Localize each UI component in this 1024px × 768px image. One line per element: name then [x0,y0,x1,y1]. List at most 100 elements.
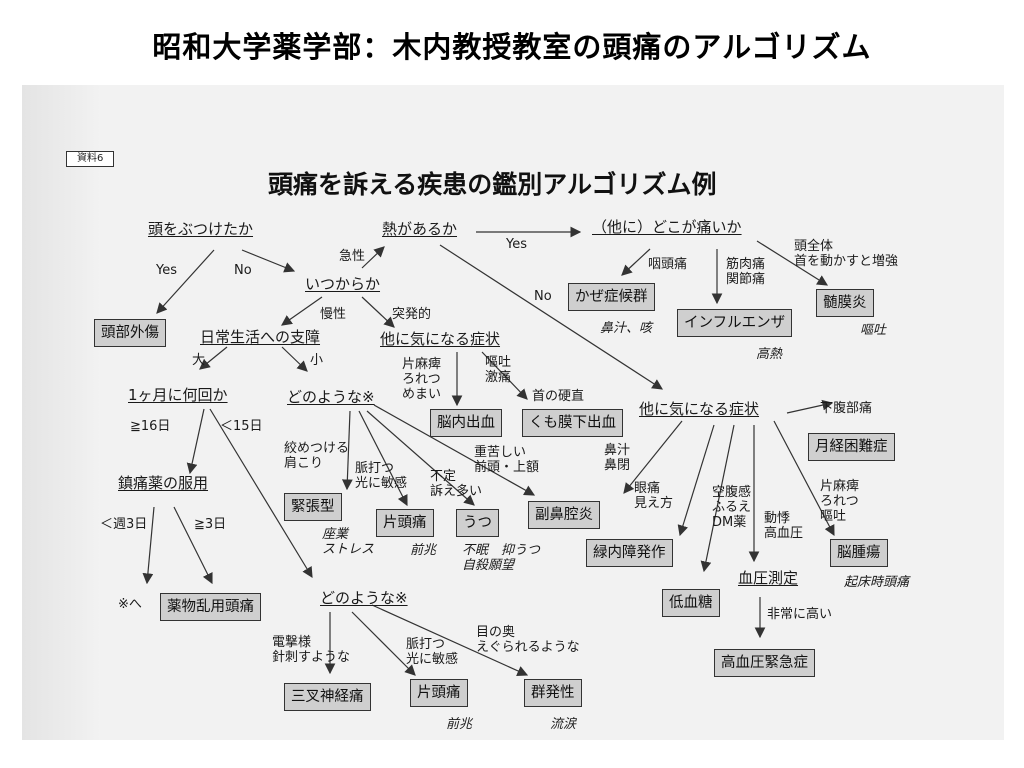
question-other-symptoms-2: 他に気になる症状 [639,400,760,418]
label-neck: 首の硬直 [532,389,585,404]
arrow-to-cluster [371,604,529,676]
arrow-since-sudden [361,296,395,328]
arrow-hit-no [241,249,296,273]
diagnosis-hypertensive: 高血圧緊急症 [714,649,815,677]
label-acute: 急性 [339,249,366,264]
label-eye: 眼痛 見え方 [634,481,674,511]
arrow-to-dysmenorrhea [786,399,834,414]
arrow-to-glaucoma [677,424,715,537]
question-daily-life: 日常生活への支障 [200,328,321,346]
document-title: 頭痛を訴える疾患の鑑別アルゴリズム例 [268,170,717,199]
arrow-to-tension [341,410,353,491]
scanned-document: 資料6 頭痛を訴える疾患の鑑別アルゴリズム例 頭をぶつけたか 熱があるか （他に… [22,85,1004,740]
label-hemiplegia: 片麻痺 ろれつ めまい [402,357,442,402]
arrow-to-sinusitis2 [623,420,683,494]
diagnosis-migraine-1: 片頭痛 [376,509,434,537]
question-what-kind-2: どのような※ [320,589,408,607]
diagnosis-hypoglycemia: 低血糖 [662,589,720,617]
label-yes-2: Yes [506,237,527,252]
arrow-lt-week3 [142,506,155,585]
label-hungry: 空腹感 ふるえ DM薬 [712,485,752,530]
label-palpitation: 動悸 高血圧 [764,511,804,541]
diagnosis-cluster: 群発性 [524,679,582,707]
note-cluster: 流涙 [550,717,577,732]
arrow-ge3 [173,506,213,585]
question-monthly: 1ヶ月に何回か [128,386,228,404]
diagnosis-sinusitis: 副鼻腔炎 [528,501,600,529]
label-sudden: 突発的 [392,307,432,322]
label-see-note: ※へ [118,597,142,612]
arrow-to-tumor [773,420,835,537]
arrow-small [281,346,308,372]
note-cold: 鼻汁、咳 [600,321,653,336]
document-tag: 資料6 [66,151,115,167]
diagnosis-tension: 緊張型 [284,493,342,521]
arrow-to-hypoglycemia [700,424,735,573]
label-hemi2: 片麻痺 ろれつ 嘔吐 [820,479,860,524]
arrow-to-cold [621,248,651,276]
label-electric: 電撃様 針刺すような [272,635,351,665]
arrow-to-meningitis [756,240,829,286]
label-chronic: 慢性 [320,307,347,322]
arrow-to-migraine2 [351,611,416,676]
diagnosis-influenza: インフルエンザ [677,309,793,337]
diagnosis-migraine-2: 片頭痛 [410,679,468,707]
question-hit-head: 頭をぶつけたか [148,220,254,238]
diagnosis-sah: くも膜下出血 [522,409,623,437]
diagnosis-cold: かぜ症候群 [568,283,655,311]
arrow-lt15 [209,408,313,579]
arrow-since-acute [361,246,385,269]
label-ge16: ≧16日 [130,419,171,434]
arrow-to-migraine1 [358,410,408,507]
arrow-to-sah [481,351,528,400]
arrow-fever-no [439,244,664,390]
diagnosis-depression: うつ [456,509,499,537]
arrow-layer [142,226,835,676]
arrow-large [199,346,228,370]
label-pulsating: 脈打つ 光に敏感 [355,461,408,491]
note-meningitis: 嘔吐 [860,323,887,338]
question-since-when: いつからか [305,275,381,293]
label-heavy: 重苦しい 前頭・上額 [474,445,540,475]
label-tight: 絞めつける 肩こり [284,441,350,471]
note-migraine-1: 前兆 [410,543,437,558]
question-painkiller: 鎮痛薬の服用 [118,474,209,492]
question-other-pain: （他に）どこが痛いか [592,218,742,236]
label-eye-back: 目の奥 えぐられるような [476,625,580,655]
label-lt15: ＜15日 [220,419,263,434]
label-vague: 不定 訴え多い [430,469,483,499]
label-pulsating2: 脈打つ 光に敏感 [406,637,459,667]
diagnosis-meningitis: 髄膜炎 [816,289,874,317]
arrow-ge16 [186,408,205,475]
label-vomit: 嘔吐 激痛 [485,355,512,385]
label-throat: 咽頭痛 [648,257,688,272]
label-small: 小 [310,353,324,368]
slide-title: 昭和大学薬学部：木内教授教室の頭痛のアルゴリズム [152,30,872,64]
diagnosis-moh: 薬物乱用頭痛 [160,593,261,621]
note-migraine-2: 前兆 [446,717,473,732]
label-very-high: 非常に高い [767,607,833,622]
label-lt-week3: ＜週3日 [100,517,148,532]
diagnosis-trigeminal: 三叉神経痛 [284,683,371,711]
label-no-2: No [534,289,552,304]
note-influenza: 高熱 [756,347,783,362]
diagnosis-glaucoma: 緑内障発作 [586,539,673,567]
label-yes-1: Yes [156,263,177,278]
diagnosis-head-trauma: 頭部外傷 [94,319,166,347]
note-depression: 不眠 抑うつ 自殺願望 [462,543,541,573]
note-brain-tumor: 起床時頭痛 [844,575,910,590]
arrow-since-chronic [281,296,323,326]
question-what-kind-1: どのような※ [287,388,375,406]
question-fever: 熱があるか [382,220,458,238]
arrow-hit-yes [156,249,215,314]
label-muscle: 筋肉痛 関節痛 [726,257,766,287]
arrow-to-sinusitis [373,404,536,496]
label-lower-abd: 下腹部痛 [820,401,873,416]
label-whole-head: 頭全体 首を動かすと増強 [794,239,899,269]
question-other-symptoms-1: 他に気になる症状 [380,330,501,348]
diagnosis-cerebral-hemorrhage: 脳内出血 [430,409,502,437]
label-no-1: No [234,263,252,278]
diagnosis-dysmenorrhea: 月経困難症 [808,433,895,461]
label-large: 大 [192,353,206,368]
label-nasal: 鼻汁 鼻閉 [604,443,631,473]
